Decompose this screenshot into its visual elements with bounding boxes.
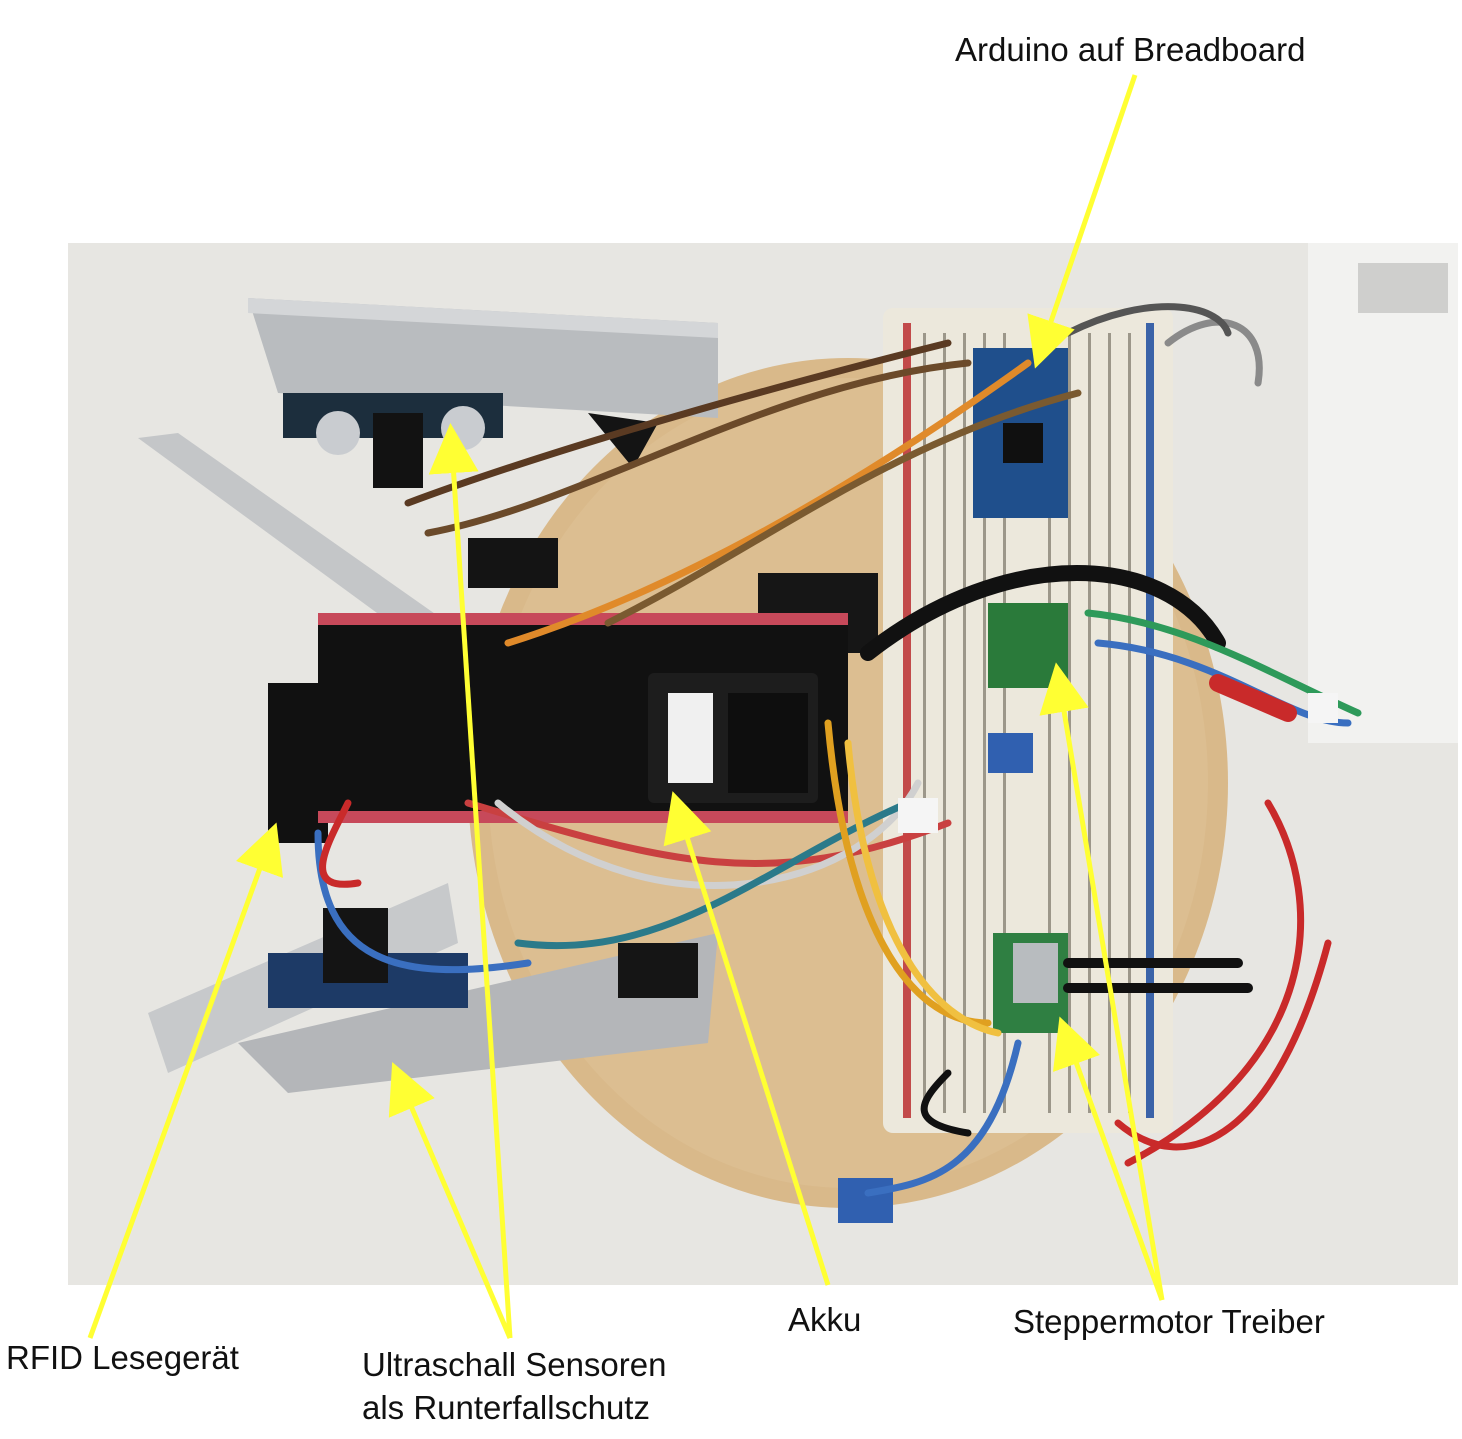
arduino-chip (1003, 423, 1043, 463)
lcd-digits (728, 693, 808, 793)
robot-photo-drawing (68, 243, 1458, 1285)
left-bracket (138, 433, 448, 643)
label-stepper: Steppermotor Treiber (1013, 1303, 1325, 1340)
ultrasonic-transducer (441, 406, 485, 450)
potentiometer (838, 1178, 893, 1223)
potentiometer (988, 733, 1033, 773)
table-surface-light (1308, 243, 1458, 743)
breadboard-rail (903, 323, 911, 1118)
velcro-pad (468, 538, 558, 588)
label-akku: Akku (788, 1301, 862, 1338)
table-clamp (1358, 263, 1448, 313)
sensor-connector (373, 413, 423, 488)
robot-photo (68, 243, 1458, 1285)
top-bracket-edge (248, 298, 718, 338)
ce-label (668, 693, 713, 783)
label-rfid: RFID Lesegerät (6, 1339, 239, 1376)
label-ultrasonic-line1: Ultraschall Sensoren (362, 1346, 667, 1383)
heat-sink (1013, 943, 1058, 1003)
jst-connector (898, 798, 938, 833)
stepper-driver (988, 603, 1068, 688)
jst-connector (1308, 693, 1338, 723)
label-ultrasonic-line2: als Runterfallschutz (362, 1389, 650, 1426)
breadboard-rail (1146, 323, 1154, 1118)
velcro-pad (618, 943, 698, 998)
label-arduino: Arduino auf Breadboard (955, 31, 1306, 68)
ultrasonic-transducer (316, 411, 360, 455)
battery-wrap (318, 811, 848, 823)
